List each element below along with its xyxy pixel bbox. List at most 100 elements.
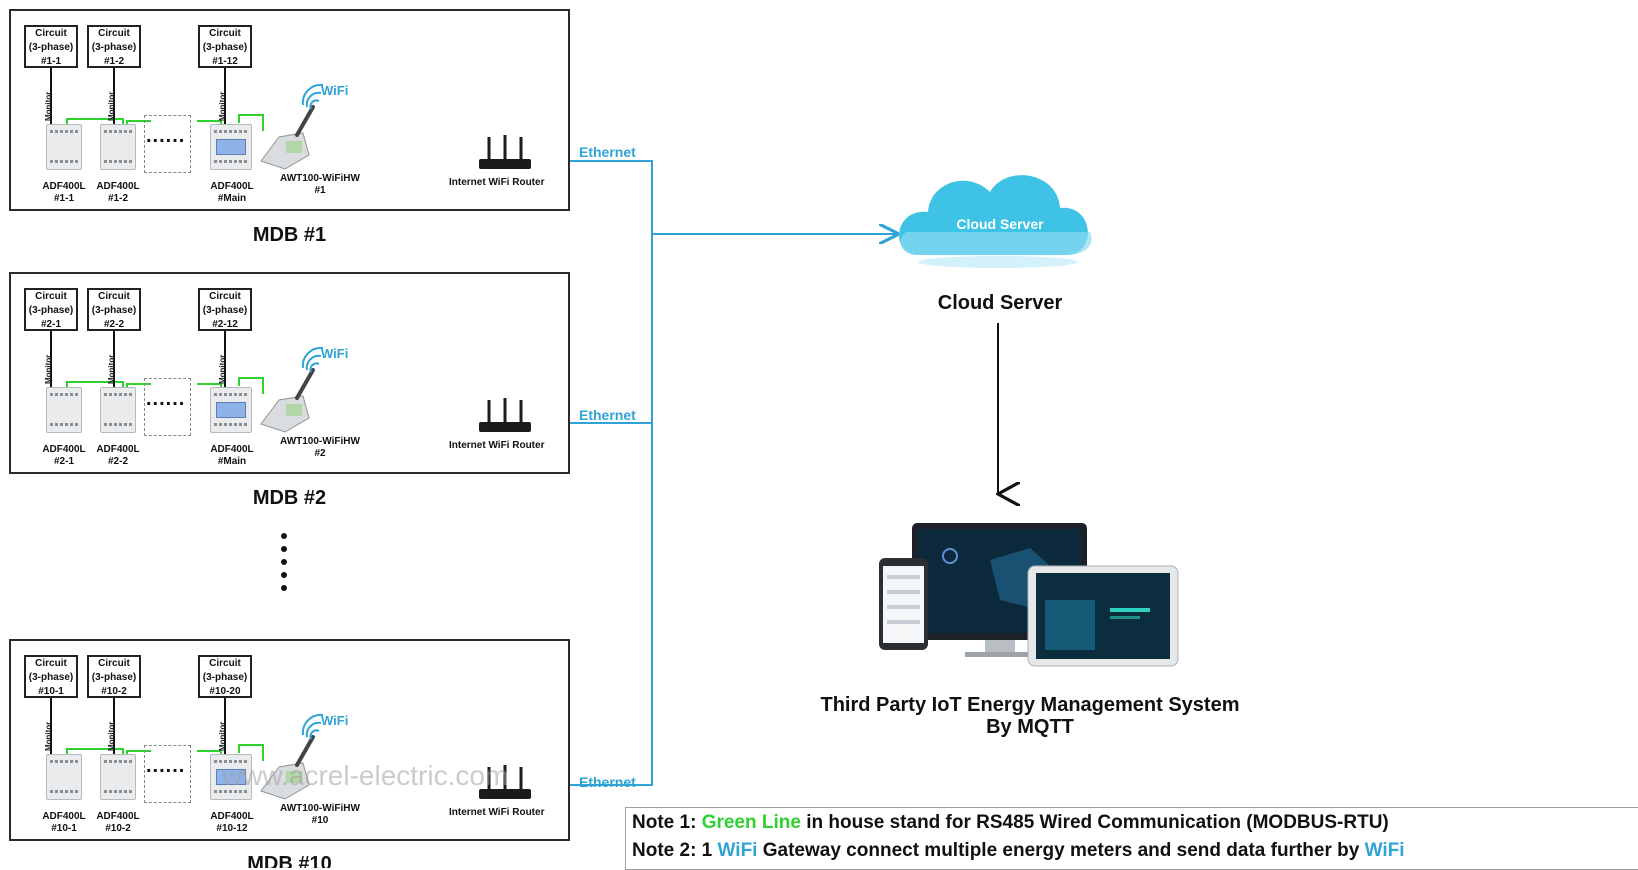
circuit-label-line2: (3-phase) bbox=[91, 672, 137, 683]
circuit-label-line1: Circuit bbox=[35, 658, 67, 669]
meter-label: ADF400L#1-2 bbox=[88, 181, 148, 205]
meter-display bbox=[216, 139, 246, 155]
meter-id: #10-2 bbox=[105, 823, 131, 834]
circuit-label-line2: (3-phase) bbox=[202, 42, 248, 53]
monitor-label: Monitor bbox=[44, 354, 53, 384]
circuit-label-line1: Circuit bbox=[209, 658, 241, 669]
energy-meter-icon bbox=[46, 124, 82, 170]
monitor-line bbox=[113, 68, 115, 124]
router-icon bbox=[479, 135, 531, 169]
monitor-line bbox=[224, 331, 226, 387]
meter-model: ADF400L bbox=[42, 444, 86, 455]
monitor-label: Monitor bbox=[44, 721, 53, 751]
note-2-prefix: Note 2: 1 bbox=[632, 840, 718, 861]
energy-meter-icon bbox=[100, 387, 136, 433]
note-1-prefix: Note 1: bbox=[632, 812, 702, 833]
monitor-line bbox=[50, 698, 52, 754]
mdb-title: MDB #1 bbox=[252, 224, 327, 246]
monitor-label: Monitor bbox=[218, 91, 227, 121]
circuit-label-line3: #10-2 bbox=[101, 686, 127, 697]
circuit-label-line2: (3-phase) bbox=[91, 42, 137, 53]
circuit-box: Circuit(3-phase)#2-12 bbox=[198, 288, 252, 331]
circuit-label-line2: (3-phase) bbox=[91, 305, 137, 316]
monitor-label: Monitor bbox=[107, 91, 116, 121]
notes-box: Note 1: Green Line in house stand for RS… bbox=[625, 807, 1638, 870]
monitor-line bbox=[50, 331, 52, 387]
circuit-box: Circuit(3-phase)#2-2 bbox=[87, 288, 141, 331]
router-label: Internet WiFi Router bbox=[449, 807, 545, 818]
circuit-box: Circuit(3-phase)#2-1 bbox=[24, 288, 78, 331]
energy-meter-icon bbox=[100, 754, 136, 800]
energy-meter-icon bbox=[210, 754, 252, 800]
more-meters-dots: ...... bbox=[146, 388, 186, 410]
meter-model: ADF400L bbox=[96, 811, 140, 822]
energy-meter-icon bbox=[46, 387, 82, 433]
wifi-signal-icon bbox=[301, 713, 324, 740]
note-2-middle: Gateway connect multiple energy meters a… bbox=[757, 840, 1365, 861]
meter-id: #10-12 bbox=[216, 823, 248, 834]
rs485-link-to-gateway bbox=[238, 114, 264, 131]
energy-meter-icon bbox=[210, 387, 252, 433]
meter-model: ADF400L bbox=[42, 181, 86, 192]
note-1: Note 1: Green Line in house stand for RS… bbox=[632, 812, 1389, 834]
more-meters-placeholder bbox=[144, 745, 191, 803]
cloud-server-caption: Cloud Server bbox=[937, 292, 1063, 314]
router-label: Internet WiFi Router bbox=[449, 440, 545, 451]
energy-meter-icon bbox=[100, 124, 136, 170]
meter-id: #Main bbox=[217, 193, 247, 204]
circuit-label-line1: Circuit bbox=[209, 28, 241, 39]
gateway-id: #1 bbox=[314, 185, 326, 196]
circuit-label-line1: Circuit bbox=[98, 658, 130, 669]
gateway-model: AWT100-WiFiHW bbox=[280, 436, 360, 447]
cloud-icon bbox=[899, 175, 1092, 268]
circuit-label-line3: #2-1 bbox=[40, 319, 61, 330]
mdb-title: MDB #2 bbox=[252, 487, 327, 509]
meter-model: ADF400L bbox=[42, 811, 86, 822]
ethernet-line-1 bbox=[530, 160, 653, 780]
more-meters-dots: ...... bbox=[146, 755, 186, 777]
meter-model: ADF400L bbox=[210, 444, 254, 455]
monitor-line bbox=[224, 68, 226, 124]
gateway-id: #2 bbox=[314, 448, 326, 459]
monitor-line bbox=[50, 68, 52, 124]
wifi-signal-icon bbox=[301, 346, 324, 373]
cloud-inner-label: Cloud Server bbox=[956, 216, 1044, 232]
circuit-label-line3: #1-12 bbox=[212, 56, 238, 67]
gateway-id: #10 bbox=[311, 815, 329, 826]
monitor-line bbox=[113, 331, 115, 387]
router-label: Internet WiFi Router bbox=[449, 177, 545, 188]
ethernet-label: Ethernet bbox=[579, 144, 636, 160]
ethernet-label: Ethernet bbox=[579, 774, 636, 790]
circuit-label-line3: #10-20 bbox=[209, 686, 241, 697]
gateway-label: AWT100-WiFiHW#2 bbox=[265, 436, 375, 460]
circuit-box: Circuit(3-phase)#10-1 bbox=[24, 655, 78, 698]
devices-illustration bbox=[879, 523, 1179, 667]
meter-display bbox=[216, 769, 246, 785]
rs485-link-to-gateway bbox=[238, 744, 264, 761]
circuit-box: Circuit(3-phase)#10-20 bbox=[198, 655, 252, 698]
meter-model: ADF400L bbox=[210, 811, 254, 822]
meter-model: ADF400L bbox=[96, 181, 140, 192]
monitor-label: Monitor bbox=[107, 354, 116, 384]
energy-meter-icon bbox=[210, 124, 252, 170]
energy-meter-icon bbox=[46, 754, 82, 800]
wifi-label: WiFi bbox=[321, 713, 349, 728]
note-1-highlight: Green Line bbox=[701, 812, 801, 833]
meter-label: ADF400L#10-12 bbox=[202, 811, 262, 835]
circuit-label-line1: Circuit bbox=[98, 28, 130, 39]
circuit-label-line3: #1-1 bbox=[40, 56, 61, 67]
monitor-label: Monitor bbox=[107, 721, 116, 751]
more-meters-placeholder bbox=[144, 378, 191, 436]
iot-system-title: Third Party IoT Energy Management System bbox=[820, 694, 1240, 716]
circuit-box: Circuit(3-phase)#1-1 bbox=[24, 25, 78, 68]
router-icon bbox=[479, 765, 531, 799]
meter-label: ADF400L#10-2 bbox=[88, 811, 148, 835]
circuit-box: Circuit (3-phase) #10-2 bbox=[87, 655, 141, 698]
ethernet-line-10 bbox=[530, 780, 653, 786]
more-meters-placeholder bbox=[144, 115, 191, 173]
note-2-highlight-1: WiFi bbox=[717, 840, 758, 861]
